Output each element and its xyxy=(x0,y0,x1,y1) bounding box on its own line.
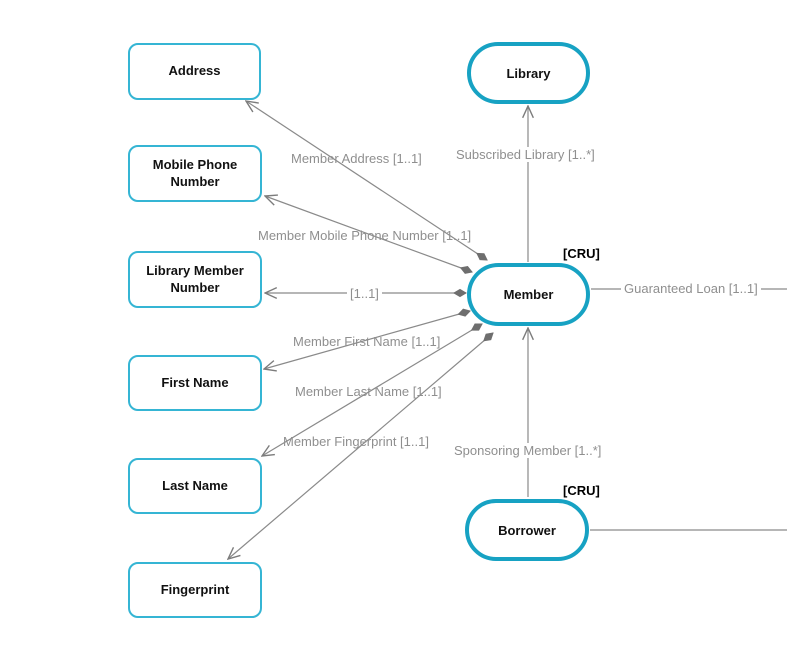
edge-label-library-member-number-mult[interactable]: [1..1] xyxy=(347,286,382,301)
edge-label-guaranteed-loan[interactable]: Guaranteed Loan [1..1] xyxy=(621,281,761,296)
entity-label: Library xyxy=(506,65,551,81)
entity-library[interactable]: Library xyxy=(467,42,590,104)
attribute-label: Mobile Phone Number xyxy=(152,156,238,189)
edge-label-member-address[interactable]: Member Address [1..1] xyxy=(291,151,422,166)
attribute-label: Library Member Number xyxy=(146,262,244,295)
entity-borrower[interactable]: Borrower xyxy=(465,499,589,561)
attribute-first-name[interactable]: First Name xyxy=(128,355,262,411)
attribute-label: Address xyxy=(168,63,221,79)
entity-label: Borrower xyxy=(498,522,556,538)
edge-label-subscribed-library[interactable]: Subscribed Library [1..*] xyxy=(453,147,598,162)
edge-label-member-fingerprint[interactable]: Member Fingerprint [1..1] xyxy=(283,434,429,449)
edge-member-mobile-phone-number[interactable] xyxy=(265,196,472,272)
entity-member[interactable]: Member xyxy=(467,263,590,326)
attribute-label: Fingerprint xyxy=(160,581,230,597)
edge-label-member-first-name[interactable]: Member First Name [1..1] xyxy=(293,334,441,349)
attribute-label: Last Name xyxy=(162,477,228,493)
attribute-label: First Name xyxy=(161,374,229,390)
edge-member-fingerprint[interactable] xyxy=(228,333,493,559)
attribute-library-member-number[interactable]: Library Member Number xyxy=(128,251,262,308)
entity-label: Member xyxy=(503,287,554,302)
edge-label-member-mobile-phone-number[interactable]: Member Mobile Phone Number [1..1] xyxy=(258,228,472,243)
attribute-last-name[interactable]: Last Name xyxy=(128,458,262,514)
edge-label-member-last-name[interactable]: Member Last Name [1..1] xyxy=(295,384,442,399)
attribute-address[interactable]: Address xyxy=(128,43,261,100)
edge-label-sponsoring-member[interactable]: Sponsoring Member [1..*] xyxy=(451,443,605,458)
member-stereotype: [CRU] xyxy=(563,246,600,261)
borrower-stereotype: [CRU] xyxy=(563,483,600,498)
attribute-fingerprint[interactable]: Fingerprint xyxy=(128,562,262,618)
attribute-mobile-phone-number[interactable]: Mobile Phone Number xyxy=(128,145,262,202)
